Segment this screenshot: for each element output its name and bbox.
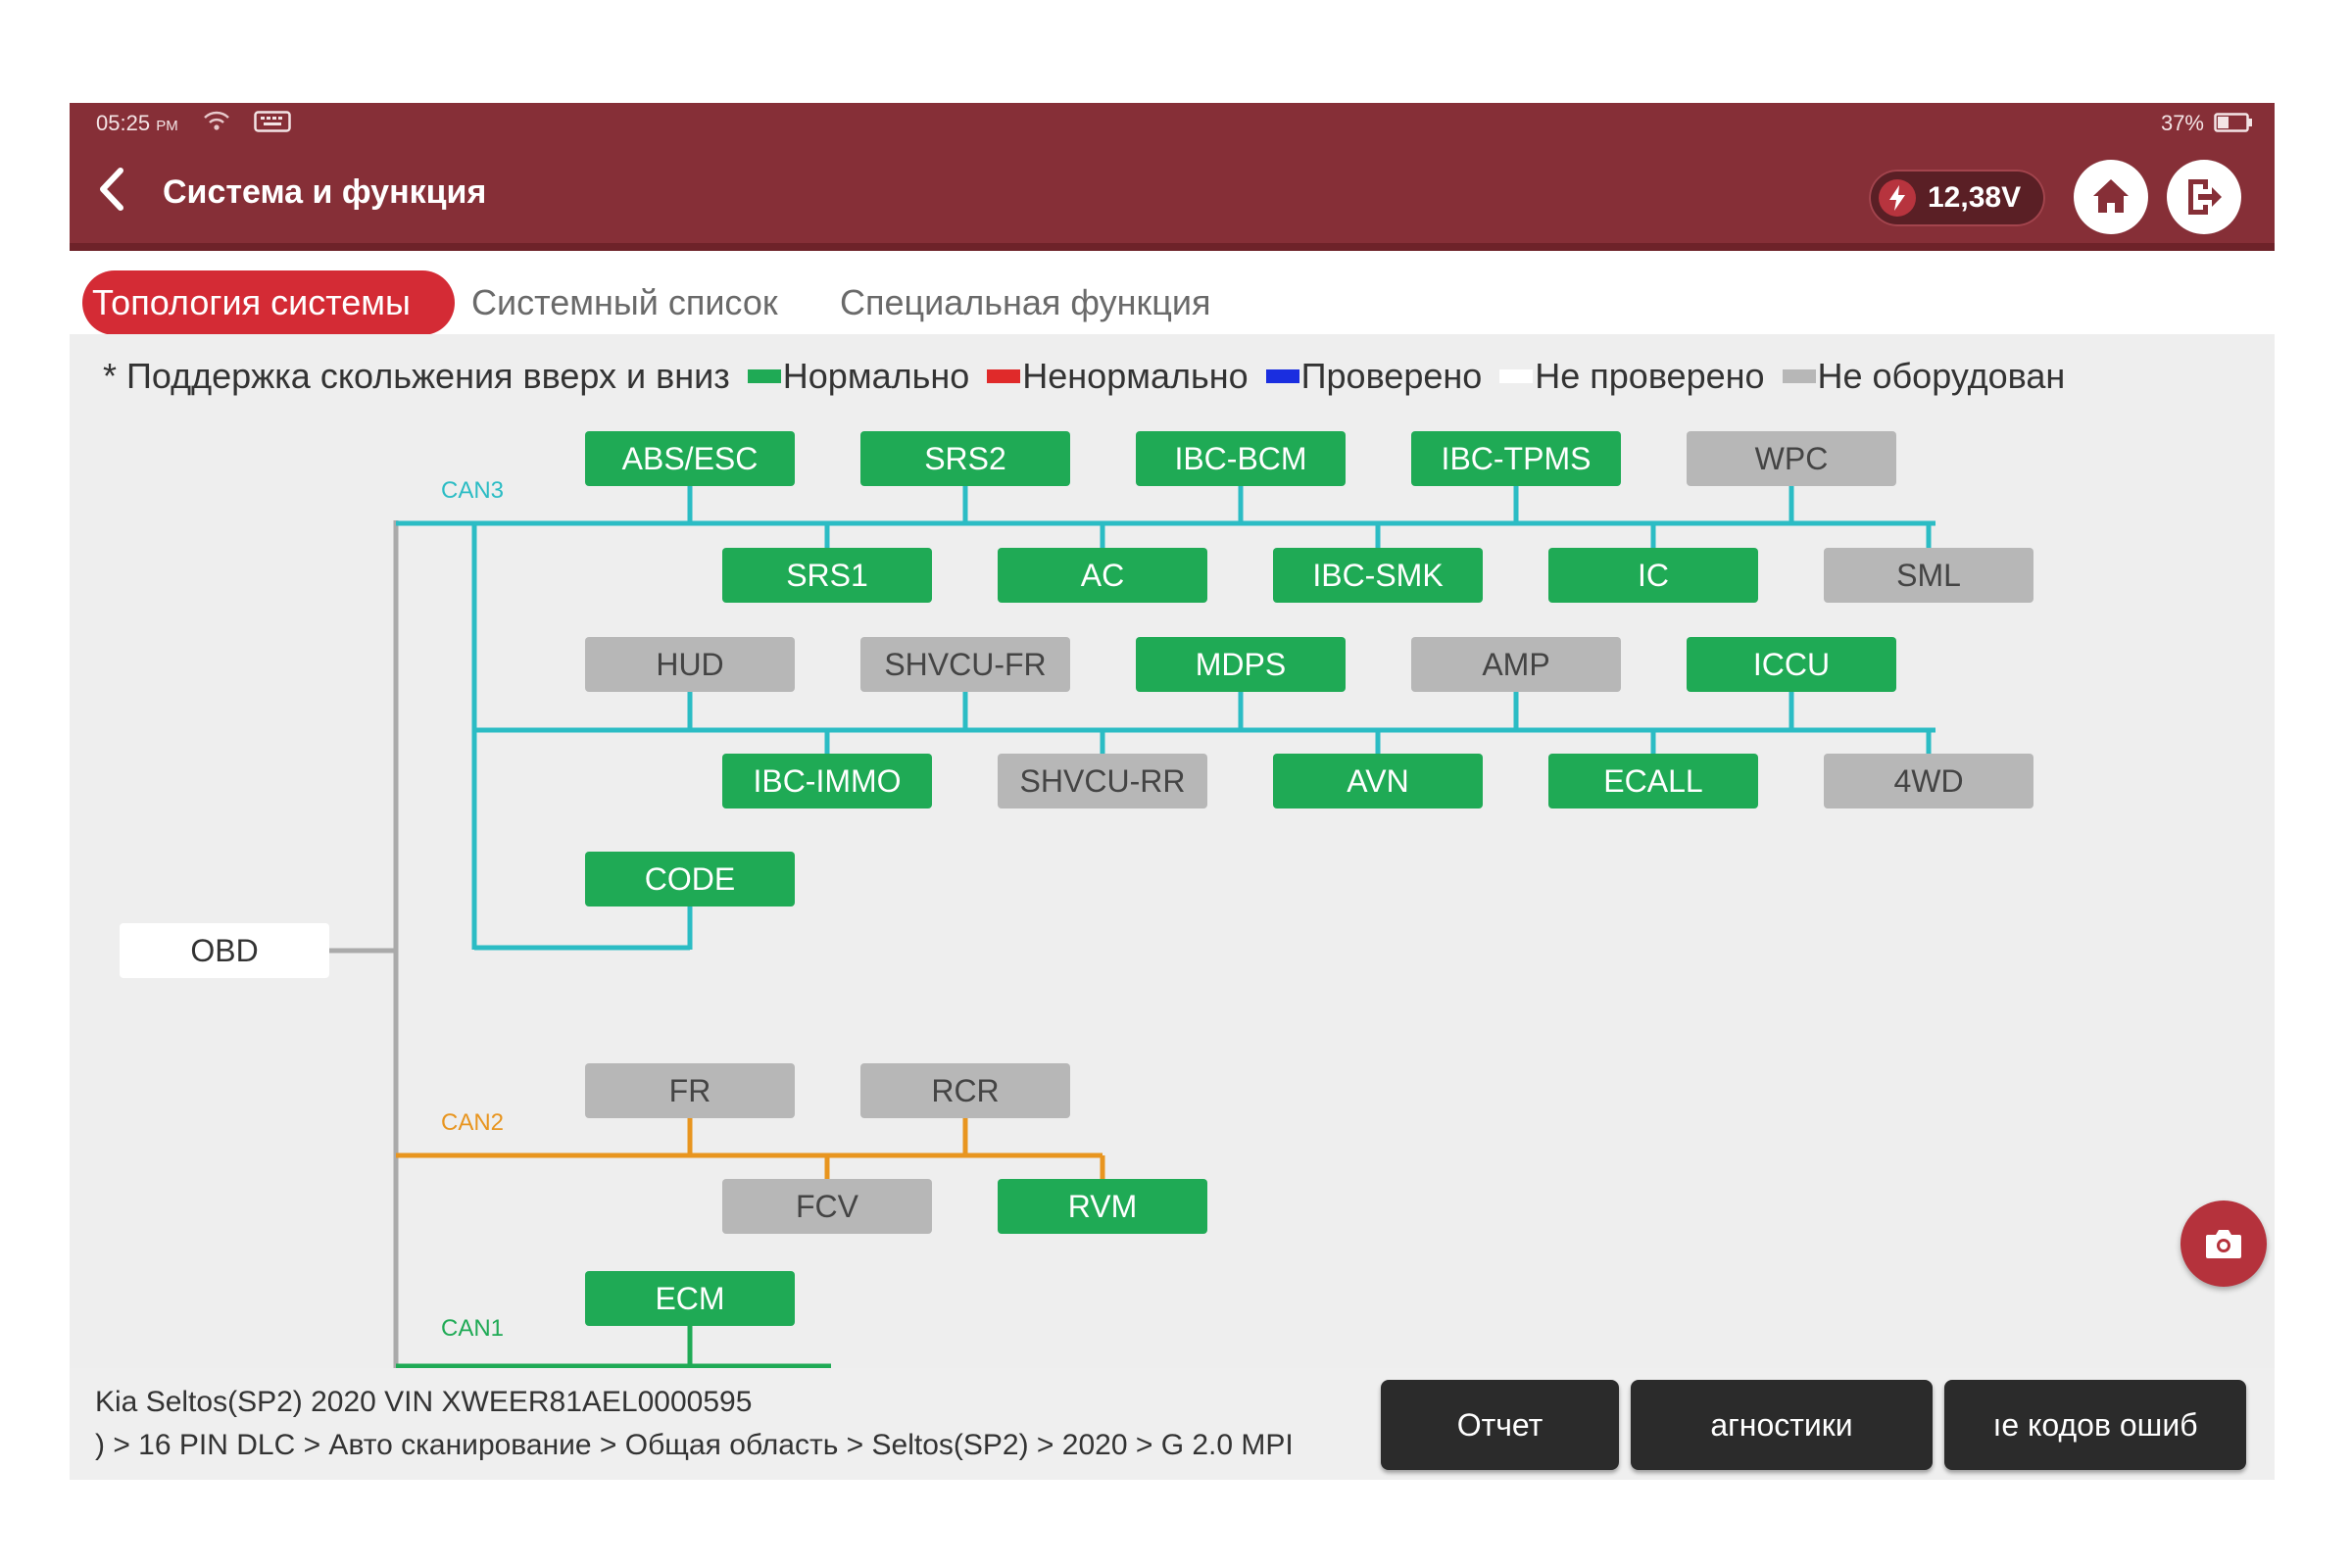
bus-label-can2: CAN2 <box>441 1109 505 1136</box>
legend-swatch <box>1499 369 1534 383</box>
header-bar: 05:25 PM 37% Система и функция <box>70 103 2275 251</box>
module-ibc-immo[interactable]: IBC-IMMO <box>722 754 932 808</box>
module-4wd[interactable]: 4WD <box>1824 754 2034 808</box>
module-srs1[interactable]: SRS1 <box>722 548 932 603</box>
tab-system-list[interactable]: Системный список <box>471 282 778 322</box>
module-shvcu-rr[interactable]: SHVCU-RR <box>998 754 1207 808</box>
legend-not-checked: Не проверено <box>1499 356 1765 397</box>
camera-icon <box>2206 1230 2241 1258</box>
module-mdps[interactable]: MDPS <box>1136 637 1346 692</box>
exit-icon <box>2188 179 2222 215</box>
topology-lines <box>329 486 1936 1368</box>
screenshot-button[interactable] <box>2180 1200 2267 1287</box>
module-fr[interactable]: FR <box>585 1063 795 1118</box>
app-screen: 05:25 PM 37% Система и функция <box>70 103 2275 1480</box>
legend-swatch <box>747 369 781 383</box>
report-button[interactable]: Отчет <box>1381 1380 1619 1470</box>
obd-root-node[interactable]: OBD <box>120 923 329 978</box>
tab-special-function[interactable]: Специальная функция <box>840 282 1211 322</box>
voltage-badge: 12,38V <box>1869 170 2045 226</box>
legend-checked: Проверено <box>1265 356 1483 397</box>
module-iccu[interactable]: ICCU <box>1687 637 1896 692</box>
diagnostic-path-breadcrumb: ) > 16 PIN DLC > Авто сканирование > Общ… <box>95 1429 1294 1461</box>
module-ibc-bcm[interactable]: IBC-BCM <box>1136 431 1346 486</box>
module-ic[interactable]: IC <box>1548 548 1758 603</box>
module-ibc-smk[interactable]: IBC-SMK <box>1273 548 1483 603</box>
exit-button[interactable] <box>2167 160 2241 234</box>
legend-swatch <box>987 369 1021 383</box>
tab-bar: Топология системы Системный список Специ… <box>70 251 2275 335</box>
home-icon <box>2093 179 2129 213</box>
home-button[interactable] <box>2074 160 2148 234</box>
module-hud[interactable]: HUD <box>585 637 795 692</box>
module-avn[interactable]: AVN <box>1273 754 1483 808</box>
legend: * Поддержка скольжения вверх и вниз Норм… <box>103 356 2065 397</box>
module-amp[interactable]: AMP <box>1411 637 1621 692</box>
vehicle-info: Kia Seltos(SP2) 2020 VIN XWEER81AEL00005… <box>95 1386 753 1418</box>
legend-label: Нормально <box>782 356 970 396</box>
legend-label: Не проверено <box>1535 356 1765 396</box>
tab-system-topology[interactable]: Топология системы <box>82 270 455 335</box>
bus-label-can1: CAN1 <box>441 1315 505 1342</box>
legend-normal: Нормально <box>747 356 970 397</box>
lightning-icon <box>1879 179 1916 217</box>
module-code[interactable]: CODE <box>585 852 795 906</box>
footer-bar: Kia Seltos(SP2) 2020 VIN XWEER81AEL00005… <box>70 1368 2275 1480</box>
legend-swatch <box>1782 369 1816 383</box>
legend-label: Не оборудован <box>1817 356 2066 396</box>
module-ibc-tpms[interactable]: IBC-TPMS <box>1411 431 1621 486</box>
status-bar: 05:25 PM 37% <box>70 103 2275 140</box>
module-ecm[interactable]: ECM <box>585 1271 795 1326</box>
legend-label: Ненормально <box>1022 356 1249 396</box>
voltage-value: 12,38V <box>1928 181 2022 214</box>
module-sml[interactable]: SML <box>1824 548 2034 603</box>
module-rcr[interactable]: RCR <box>860 1063 1070 1118</box>
module-srs2[interactable]: SRS2 <box>860 431 1070 486</box>
back-arrow-icon[interactable] <box>93 165 132 214</box>
battery-percent: 37% <box>2160 111 2204 135</box>
clear-codes-button[interactable]: ıe кодов ошиб <box>1944 1380 2246 1470</box>
scroll-hint: * Поддержка скольжения вверх и вниз <box>103 356 730 396</box>
legend-abnormal: Ненормально <box>987 356 1249 397</box>
legend-label: Проверено <box>1300 356 1483 396</box>
status-time: 05:25 PM <box>96 111 178 136</box>
legend-swatch <box>1265 369 1299 383</box>
wifi-icon <box>204 111 229 130</box>
status-ampm: PM <box>156 118 178 134</box>
battery-icon <box>2214 113 2252 132</box>
module-shvcu-fr[interactable]: SHVCU-FR <box>860 637 1070 692</box>
module-rvm[interactable]: RVM <box>998 1179 1207 1234</box>
module-wpc[interactable]: WPC <box>1687 431 1896 486</box>
module-ac[interactable]: AC <box>998 548 1207 603</box>
status-time-value: 05:25 <box>96 111 151 135</box>
module-ecall[interactable]: ECALL <box>1548 754 1758 808</box>
keyboard-icon <box>254 111 291 132</box>
legend-not-equipped: Не оборудован <box>1782 356 2066 397</box>
diagnostics-button[interactable]: агностики <box>1631 1380 1933 1470</box>
bus-label-can3: CAN3 <box>441 477 505 504</box>
module-fcv[interactable]: FCV <box>722 1179 932 1234</box>
topology-panel: * Поддержка скольжения вверх и вниз Норм… <box>70 334 2275 1368</box>
page-title: Система и функция <box>163 173 487 211</box>
module-abs-esc[interactable]: ABS/ESC <box>585 431 795 486</box>
